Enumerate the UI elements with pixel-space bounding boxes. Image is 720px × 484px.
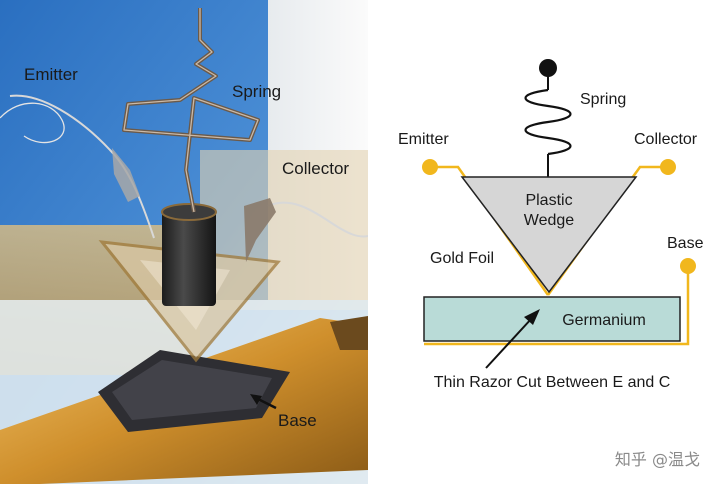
photo-label-spring: Spring: [232, 82, 281, 101]
collector-lead: [267, 201, 368, 238]
brass-bracket: [330, 316, 368, 350]
gold-foil-left: [430, 165, 550, 296]
razor-cut-arrowhead: [524, 309, 540, 325]
photo-label-emitter: Emitter: [24, 65, 78, 84]
germanium-label: Germanium: [562, 312, 646, 329]
germanium-slab-highlight: [112, 360, 272, 420]
schematic-label-collector: Collector: [634, 131, 698, 148]
base-lead: [424, 266, 690, 346]
spring-wire-highlight: [123, 8, 259, 213]
photo-label-base: Base: [278, 411, 317, 430]
razor-cut-label: Thin Razor Cut Between E and C: [434, 374, 671, 391]
emitter-clip: [112, 148, 140, 202]
emitter-lead-loop: [0, 102, 65, 144]
spring-coil: [524, 88, 572, 156]
watermark: 知乎 @温戈: [614, 450, 700, 469]
wedge-label-line1: Plastic: [525, 192, 572, 209]
razor-cut-arrow-line: [485, 317, 533, 369]
collector-terminal: [660, 159, 676, 175]
schematic-label-spring: Spring: [580, 91, 626, 108]
cylinder-body: [162, 210, 216, 306]
wedge-label-line2: Wedge: [524, 212, 575, 229]
schematic-label-emitter: Emitter: [398, 131, 449, 148]
emitter-terminal: [422, 159, 438, 175]
transistor-photo: Emitter Spring Collector Base: [0, 0, 368, 484]
cylinder-top: [161, 203, 217, 221]
transistor-schematic: Spring Plastic Wedge Emitter Collector G…: [398, 59, 704, 391]
base-pointer-arrowhead: [250, 394, 262, 405]
base-terminal: [680, 258, 696, 274]
collector-clip: [244, 198, 276, 262]
germanium-block: [423, 296, 681, 342]
photo-label-collector: Collector: [282, 159, 349, 178]
emitter-lead: [9, 94, 155, 239]
schematic-label-gold-foil: Gold Foil: [430, 250, 494, 267]
schematic-label-base: Base: [667, 235, 704, 252]
plastic-wedge: [460, 176, 638, 294]
